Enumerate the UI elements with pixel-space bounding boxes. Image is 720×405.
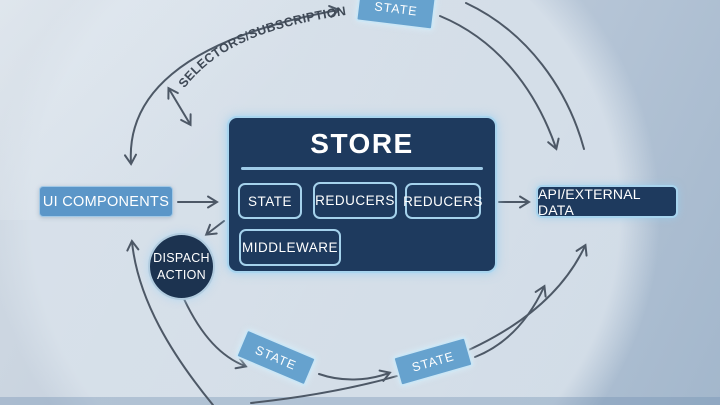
store-slot-middleware: MIDDLEWARE [239, 229, 341, 266]
ui-components-box: UI COMPONENTS [39, 186, 173, 217]
store-divider-line [241, 167, 483, 170]
store-slot-state: STATE [238, 183, 302, 219]
dispatch-action-circle: DISPACH ACTION [148, 233, 215, 300]
store-box: STORE STATE REDUCERS REDUCERS MIDDLEWARE [227, 116, 497, 273]
background-bottom-band [0, 397, 720, 405]
store-slot-reducers-2: REDUCERS [403, 183, 482, 219]
store-slot-reducers-1: REDUCERS [313, 182, 397, 219]
api-external-data-box: API/EXTERNAL DATA [536, 185, 678, 218]
store-title: STORE [310, 128, 414, 159]
dispatch-action-line2: ACTION [156, 267, 207, 282]
dispatch-action-line1: DISPACH [153, 251, 210, 266]
